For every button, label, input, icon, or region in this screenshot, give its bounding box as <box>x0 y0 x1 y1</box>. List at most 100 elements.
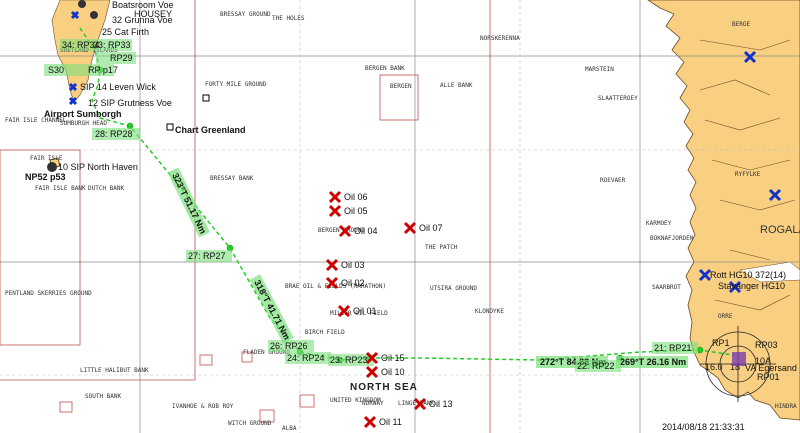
label-north-sea: NORTH SEA <box>350 382 418 393</box>
oil-rig-icon <box>413 397 427 411</box>
oil-field-marker[interactable]: Oil 01 <box>337 304 377 318</box>
oil-field-marker[interactable]: Oil 02 <box>325 276 365 290</box>
route-leg-labels: 323°T 51.17 Nm 318°T 41.71 Nm 272°T 84.8… <box>167 167 688 368</box>
label-hindra: HINDRA <box>775 403 797 410</box>
label-ivanhoe: IVANHOE & ROB ROY <box>172 403 234 410</box>
label-housey: HOUSEY <box>134 9 172 19</box>
oil-field-label: Oil 02 <box>341 278 365 288</box>
wp-34: 34: RP34 <box>60 39 132 51</box>
vessel-position[interactable] <box>732 352 746 366</box>
oil-field-marker[interactable]: Oil 13 <box>413 397 453 411</box>
boundary-lines <box>0 0 491 433</box>
route-waypoint-markers[interactable] <box>96 66 704 364</box>
anchorage-icon <box>698 268 712 282</box>
label-norway: NORWAY <box>362 400 384 407</box>
svg-text:33: RP33: 33: RP33 <box>93 40 131 50</box>
label-airport: Airport Sumborgh <box>44 109 122 119</box>
wp-21: 21: RP21 <box>652 342 698 354</box>
wp-18: 18 <box>730 362 740 372</box>
label-south-bank: SOUTH BANK <box>85 393 122 400</box>
oil-field-marker[interactable]: Oil 11 <box>363 415 402 429</box>
label-fladen: FLADEN GROUND <box>243 349 290 356</box>
label-grutness: 12 SIP Grutness Voe <box>88 98 172 108</box>
oil-rig-icon <box>365 351 379 365</box>
forty-mile-marker <box>202 94 210 102</box>
fjord-lines <box>699 39 796 311</box>
oil-rig-icon <box>403 221 417 235</box>
label-bressay-bank: BRESSAY BANK <box>210 175 254 182</box>
label-cat-firth: 25 Cat Firth <box>102 27 149 37</box>
wp-27: 27: RP27 <box>186 250 232 262</box>
oil-field-marker[interactable]: Oil 07 <box>403 221 443 235</box>
label-rott: Rott HG10 372(14) <box>710 270 786 280</box>
wp-10a: 10A <box>755 356 771 366</box>
oil-rig-icon <box>337 304 351 318</box>
wp-33: 33: RP33 <box>93 40 131 50</box>
svg-text:323°T 51.17 Nm: 323°T 51.17 Nm <box>170 171 208 235</box>
label-rogaland: ROGALA <box>760 224 800 236</box>
leg-label-1: 323°T 51.17 Nm <box>167 167 210 238</box>
oil-fields[interactable]: Oil 06 Oil 05 Oil 04 Oil 07 Oil 03 Oil 02 Oil … <box>325 190 453 429</box>
anchorage-icon <box>728 280 742 294</box>
wp-29: RP29 <box>96 52 136 64</box>
oil-field-label: Oil 04 <box>354 226 378 236</box>
svg-text:S30: S30 <box>48 65 64 75</box>
label-marstein: MARSTEIN <box>585 66 614 73</box>
label-dutch-bank: DUTCH BANK <box>88 185 125 192</box>
label-boatsroom: Boatsroom Voe <box>112 0 174 10</box>
label-bergen: BERGEN <box>390 83 412 90</box>
chart-greenland-marker[interactable] <box>166 123 174 131</box>
oil-field-marker[interactable]: Oil 06 <box>328 190 368 204</box>
label-berge: BERGE <box>732 21 750 28</box>
label-timestamp: 2014/08/18 21:33:31 <box>662 422 745 432</box>
label-bokn: BOKNAFJORDEN <box>650 235 694 242</box>
oil-rig-icon <box>328 190 342 204</box>
svg-text:28: RP28: 28: RP28 <box>95 129 133 139</box>
label-klondyke: KLONDYKE <box>475 308 504 315</box>
svg-text:23: RP23: 23: RP23 <box>330 355 368 365</box>
wp-rp01: RP01 <box>757 372 780 382</box>
label-alba: ALBA <box>282 425 297 432</box>
wp-28: 28: RP28 <box>92 128 140 140</box>
label-np52: NP52 p53 <box>25 172 66 182</box>
anchorage-icon <box>68 96 78 106</box>
label-saarbrot: SAARBROT <box>652 284 681 291</box>
label-karmoey: KARMOEY <box>646 220 672 227</box>
oil-field-marker[interactable]: Oil 03 <box>325 258 365 272</box>
anchorage-markers[interactable] <box>68 10 782 294</box>
oil-rig-icon <box>338 224 352 238</box>
label-miller: MILLER OIL FIELD <box>330 310 388 317</box>
harbour-markers[interactable] <box>47 0 98 172</box>
svg-text:26: RP26: 26: RP26 <box>270 341 308 351</box>
label-grunna: 32 Grunna Voe <box>112 15 173 25</box>
label-united-kingdom: UNITED KINGDOM <box>330 397 381 404</box>
oil-field-label: Oil 10 <box>381 367 405 377</box>
oil-field-label: Oil 05 <box>344 206 368 216</box>
label-ryfylke: RYFYLKE <box>735 171 761 178</box>
label-little-halibut: LITTLE HALIBUT BANK <box>80 367 149 374</box>
oil-field-marker[interactable]: Oil 04 <box>338 224 378 238</box>
oil-field-marker[interactable]: Oil 15 <box>365 351 405 365</box>
label-bressay-ground: BRESSAY GROUND <box>220 11 271 18</box>
wp-rp1: RP1 <box>712 338 730 348</box>
oil-field-label: Oil 11 <box>379 417 402 427</box>
oil-rig-icon <box>328 204 342 218</box>
label-forty-mile: FORTY MILE GROUND <box>205 81 267 88</box>
oil-rig-icon <box>325 258 339 272</box>
svg-text:RP29: RP29 <box>110 53 133 63</box>
label-fair-isle: FAIR ISLE <box>30 155 63 162</box>
label-pentland: PENTLAND SKERRIES GROUND <box>5 290 92 297</box>
svg-text:272°T 84.88 Nm: 272°T 84.88 Nm <box>540 357 606 367</box>
label-sumburgh-head: SUMBURGH HEAD <box>60 120 107 127</box>
oil-rig-icon <box>363 415 377 429</box>
oil-field-marker[interactable]: Oil 05 <box>328 204 368 218</box>
oil-field-label: Oil 13 <box>429 399 453 409</box>
oil-field-label: Oil 06 <box>344 192 368 202</box>
oil-field-marker[interactable]: Oil 10 <box>365 365 405 379</box>
label-fair-isle-bank: FAIR ISLE BANK <box>35 185 86 192</box>
svg-text:269°T 26.16 Nm: 269°T 26.16 Nm <box>620 357 686 367</box>
anchorage-icon <box>70 10 80 20</box>
